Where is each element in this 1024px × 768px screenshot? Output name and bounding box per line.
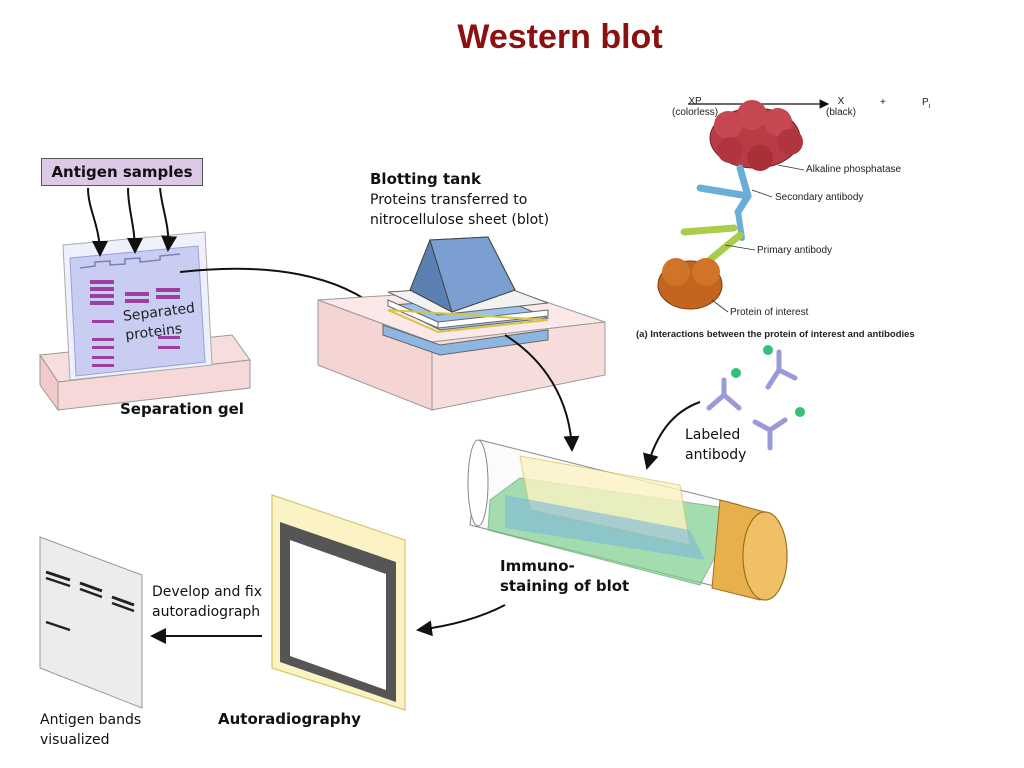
primary-antibody-label: Primary antibody <box>757 245 833 256</box>
labeled-antibody-label: Labeled antibody <box>685 427 747 463</box>
alkaline-phosphatase-label: Alkaline phosphatase <box>806 164 902 175</box>
secondary-antibody-label: Secondary antibody <box>775 192 864 203</box>
autoradiography-film <box>271 494 406 711</box>
inset-x-label: X (black) <box>826 96 857 118</box>
separation-gel-label: Separation gel <box>120 400 244 418</box>
blotting-description: Proteins transferred to nitrocellulose s… <box>370 192 550 228</box>
blotting-tank-label: Blotting tank <box>370 170 481 188</box>
autoradiography-label: Autoradiography <box>218 710 361 728</box>
arrow-tank-to-tube <box>504 334 580 452</box>
inset-caption: (a) Interactions between the protein of … <box>636 329 915 340</box>
alkaline-phosphatase-shape <box>709 100 803 171</box>
antigen-samples-label: Antigen samples <box>41 158 203 186</box>
immunostaining-tube <box>467 439 788 601</box>
secondary-antibody-shape <box>696 164 752 241</box>
arrow-tube-to-film <box>416 604 506 637</box>
inset-xp-label: XP (colorless) <box>672 96 719 118</box>
inset-pi-label: Pi <box>922 97 931 110</box>
immunostaining-label: Immuno- staining of blot <box>500 557 630 595</box>
protein-of-interest-shape <box>657 258 723 310</box>
visualized-bands-sheet <box>39 536 143 709</box>
inset-plus: + <box>880 97 886 108</box>
arrow-antibody-to-tube <box>642 401 701 470</box>
separation-gel-illustration <box>39 187 251 412</box>
labeled-antibody-icons <box>706 345 805 451</box>
blotting-tank-illustration <box>317 236 606 411</box>
protein-of-interest-label: Protein of interest <box>730 307 809 318</box>
develop-and-fix-label: Develop and fix autoradiograph <box>152 584 262 620</box>
antibody-interaction-inset <box>657 99 830 313</box>
antigen-bands-label: Antigen bands visualized <box>40 712 142 748</box>
page-title: Western blot <box>457 18 663 56</box>
gel-bands <box>90 280 180 367</box>
